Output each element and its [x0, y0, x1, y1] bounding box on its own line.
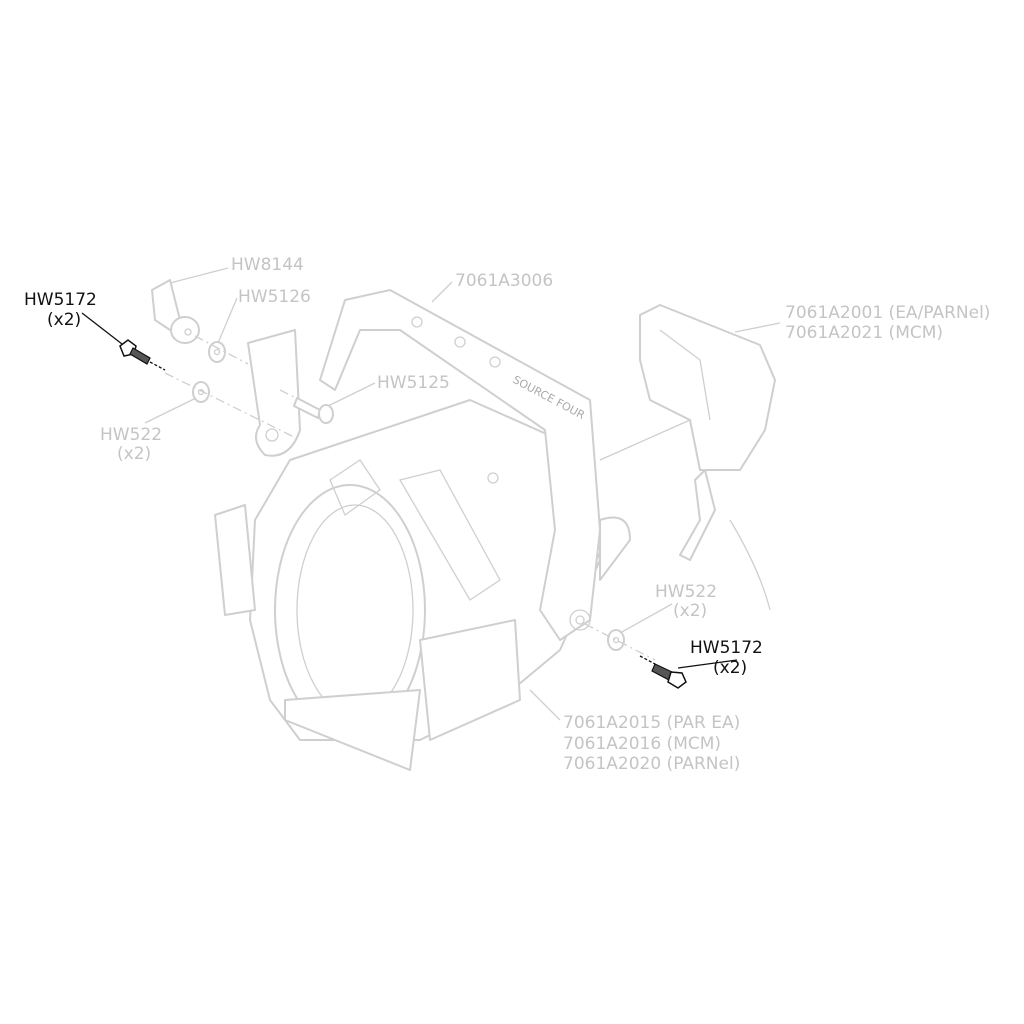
part-number: HW5172	[24, 290, 97, 310]
quantity: (x2)	[713, 658, 747, 678]
callout-hw522-left: HW522 (x2)	[100, 425, 162, 464]
quantity: (x2)	[117, 444, 151, 464]
part-number: 7061A2021 (MCM)	[785, 323, 943, 343]
left-bracket	[247, 329, 301, 457]
callout-hw5172-left: HW5172 (x2)	[24, 290, 97, 330]
callout-hw522-right: HW522 (x2)	[655, 582, 717, 621]
rear-housing-7061A2001	[599, 304, 776, 611]
callout-hw8144: HW8144	[231, 255, 304, 275]
part-number: 7061A2001 (EA/PARNel)	[785, 303, 990, 323]
quantity: (x2)	[47, 310, 81, 330]
knob-HW8144	[151, 279, 200, 344]
callout-hw5172-right: HW5172 (x2)	[690, 638, 763, 678]
callout-yoke: 7061A3006	[455, 271, 553, 291]
part-number: HW522	[100, 425, 162, 445]
part-number: 7061A2015 (PAR EA)	[563, 713, 740, 733]
screw-HW5125	[293, 397, 334, 424]
callout-rear-housing: 7061A2001 (EA/PARNel) 7061A2021 (MCM)	[785, 303, 990, 343]
part-number: HW522	[655, 582, 717, 602]
part-number: 7061A2020 (PARNel)	[563, 754, 740, 774]
quantity: (x2)	[673, 601, 707, 621]
washer-HW522-left	[192, 381, 210, 403]
fixture-body-7061A2015	[214, 399, 601, 771]
part-number: 7061A2016 (MCM)	[563, 734, 721, 754]
callout-hw5125: HW5125	[377, 373, 450, 393]
callout-hw5126: HW5126	[238, 287, 311, 307]
washer-HW522-right	[607, 629, 625, 651]
part-number: HW5172	[690, 638, 763, 658]
washer-HW5126	[208, 341, 226, 363]
screw-HW5172-right	[639, 655, 687, 689]
screw-HW5172-left	[119, 339, 166, 371]
callout-body: 7061A2015 (PAR EA) 7061A2016 (MCM) 7061A…	[563, 713, 740, 774]
